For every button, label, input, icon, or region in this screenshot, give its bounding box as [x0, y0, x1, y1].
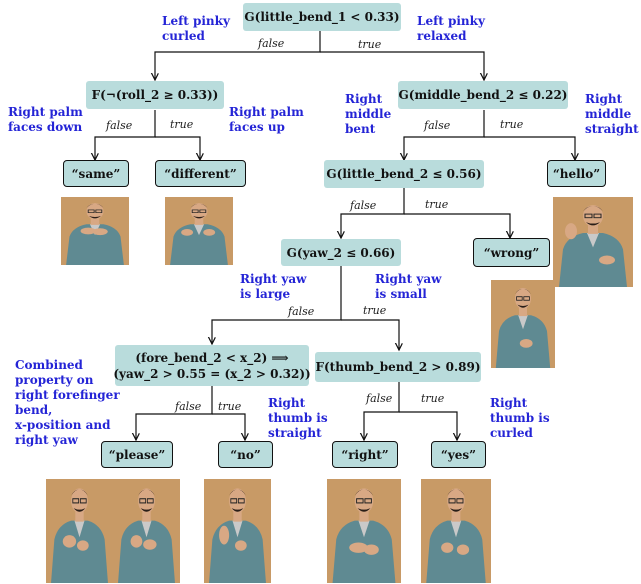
note-left-pinky-curled: Left pinky curled — [162, 14, 230, 44]
edge-true-little2: true — [425, 198, 449, 211]
photo-yes — [421, 479, 491, 583]
note-line: Right palm — [8, 105, 83, 119]
node-root: G(little_bend_1 < 0.33) — [243, 3, 401, 31]
note-line: bend, — [15, 403, 53, 417]
edge-true-root: true — [358, 38, 382, 51]
note-combined-property: Combined property on right forefinger be… — [15, 358, 120, 448]
node-fore-label-1: (fore_bend_2 < x_2) ⟹ — [135, 350, 289, 365]
note-right-palm-up: Right palm faces up — [229, 105, 304, 135]
leaf-right: “right” — [332, 441, 398, 468]
note-line: x-position and — [15, 418, 111, 432]
node-little2-label: G(little_bend_2 ≤ 0.56) — [326, 167, 482, 181]
note-thumb-curled: Right thumb is curled — [490, 396, 550, 441]
note-line: Right — [345, 92, 383, 106]
node-roll-label: F(¬(roll_2 ≥ 0.33)) — [91, 88, 219, 102]
photo-right — [327, 479, 401, 583]
note-right-yaw-large: Right yaw is large — [240, 272, 306, 302]
node-thumb: F(thumb_bend_2 > 0.89) — [315, 352, 481, 382]
node-thumb-label: F(thumb_bend_2 > 0.89) — [315, 360, 481, 374]
note-line: Right — [490, 396, 528, 410]
edge-true-yaw: true — [363, 304, 387, 317]
note-line: is small — [375, 287, 427, 301]
note-line: straight — [268, 426, 322, 440]
note-line: Right yaw — [375, 272, 442, 286]
photo-hello — [553, 197, 633, 287]
leaf-hello: “hello” — [547, 160, 606, 187]
edge-false-thumb: false — [366, 392, 393, 405]
photo-please-2 — [113, 479, 180, 583]
node-roll: F(¬(roll_2 ≥ 0.33)) — [86, 81, 224, 109]
note-thumb-straight: Right thumb is straight — [268, 396, 328, 441]
photo-same — [61, 197, 129, 265]
edge-false-middle: false — [424, 119, 451, 132]
note-left-pinky-relaxed: Left pinky relaxed — [417, 14, 485, 44]
leaf-same: “same” — [63, 160, 129, 187]
note-line: thumb is — [490, 411, 550, 425]
edge-true-middle: true — [500, 118, 524, 131]
note-line: Right yaw — [240, 272, 307, 286]
note-line: property on — [15, 373, 94, 387]
node-middle-label: G(middle_bend_2 ≤ 0.22) — [398, 88, 568, 102]
note-line: is large — [240, 287, 291, 301]
node-middle: G(middle_bend_2 ≤ 0.22) — [398, 81, 568, 109]
leaf-yes: “yes” — [431, 441, 486, 468]
leaf-different: “different” — [155, 160, 246, 187]
note-line: Right — [268, 396, 306, 410]
edge-false-little2: false — [350, 199, 377, 212]
note-line: curled — [490, 426, 533, 440]
note-line: Right palm — [229, 105, 304, 119]
photo-different — [165, 197, 233, 265]
note-line: Left pinky — [417, 14, 485, 28]
leaf-please: “please” — [101, 441, 173, 468]
node-fore-label-2: (yaw_2 > 0.55 = (x_2 > 0.32)) — [113, 366, 311, 381]
edge-false-root: false — [258, 37, 285, 50]
leaf-wrong: “wrong” — [473, 238, 550, 267]
note-line: faces up — [229, 120, 285, 134]
note-line: thumb is — [268, 411, 328, 425]
note-right-middle-straight: Right middle straight — [585, 92, 639, 137]
edge-false-fore: false — [175, 400, 202, 413]
note-line: straight — [585, 122, 639, 136]
node-little2: G(little_bend_2 ≤ 0.56) — [324, 160, 484, 188]
note-line: bent — [345, 122, 376, 136]
edge-false-yaw: false — [288, 305, 315, 318]
edge-true-thumb: true — [421, 392, 445, 405]
note-line: Right — [585, 92, 623, 106]
photo-no — [204, 479, 271, 583]
note-right-middle-bent: Right middle bent — [345, 92, 391, 137]
node-fore: (fore_bend_2 < x_2) ⟹ (yaw_2 > 0.55 = (x… — [113, 345, 311, 386]
note-line: Left pinky — [162, 14, 230, 28]
node-yaw: G(yaw_2 ≤ 0.66) — [281, 239, 401, 266]
note-line: right forefinger — [15, 388, 120, 402]
edge-false-roll: false — [106, 119, 133, 132]
note-right-palm-down: Right palm faces down — [8, 105, 83, 135]
note-line: faces down — [8, 120, 83, 134]
note-line: curled — [162, 29, 205, 43]
node-yaw-label: G(yaw_2 ≤ 0.66) — [286, 245, 396, 260]
note-right-yaw-small: Right yaw is small — [375, 272, 441, 302]
edge-true-fore: true — [218, 400, 242, 413]
note-line: relaxed — [417, 29, 467, 43]
photo-wrong — [491, 280, 555, 368]
edge-true-roll: true — [170, 118, 194, 131]
note-line: middle — [345, 107, 392, 121]
leaf-no: “no” — [218, 441, 273, 468]
note-line: Combined — [15, 358, 83, 372]
note-line: right yaw — [15, 433, 78, 447]
node-root-label: G(little_bend_1 < 0.33) — [244, 10, 400, 24]
photo-please-1 — [46, 479, 113, 583]
note-line: middle — [585, 107, 632, 121]
